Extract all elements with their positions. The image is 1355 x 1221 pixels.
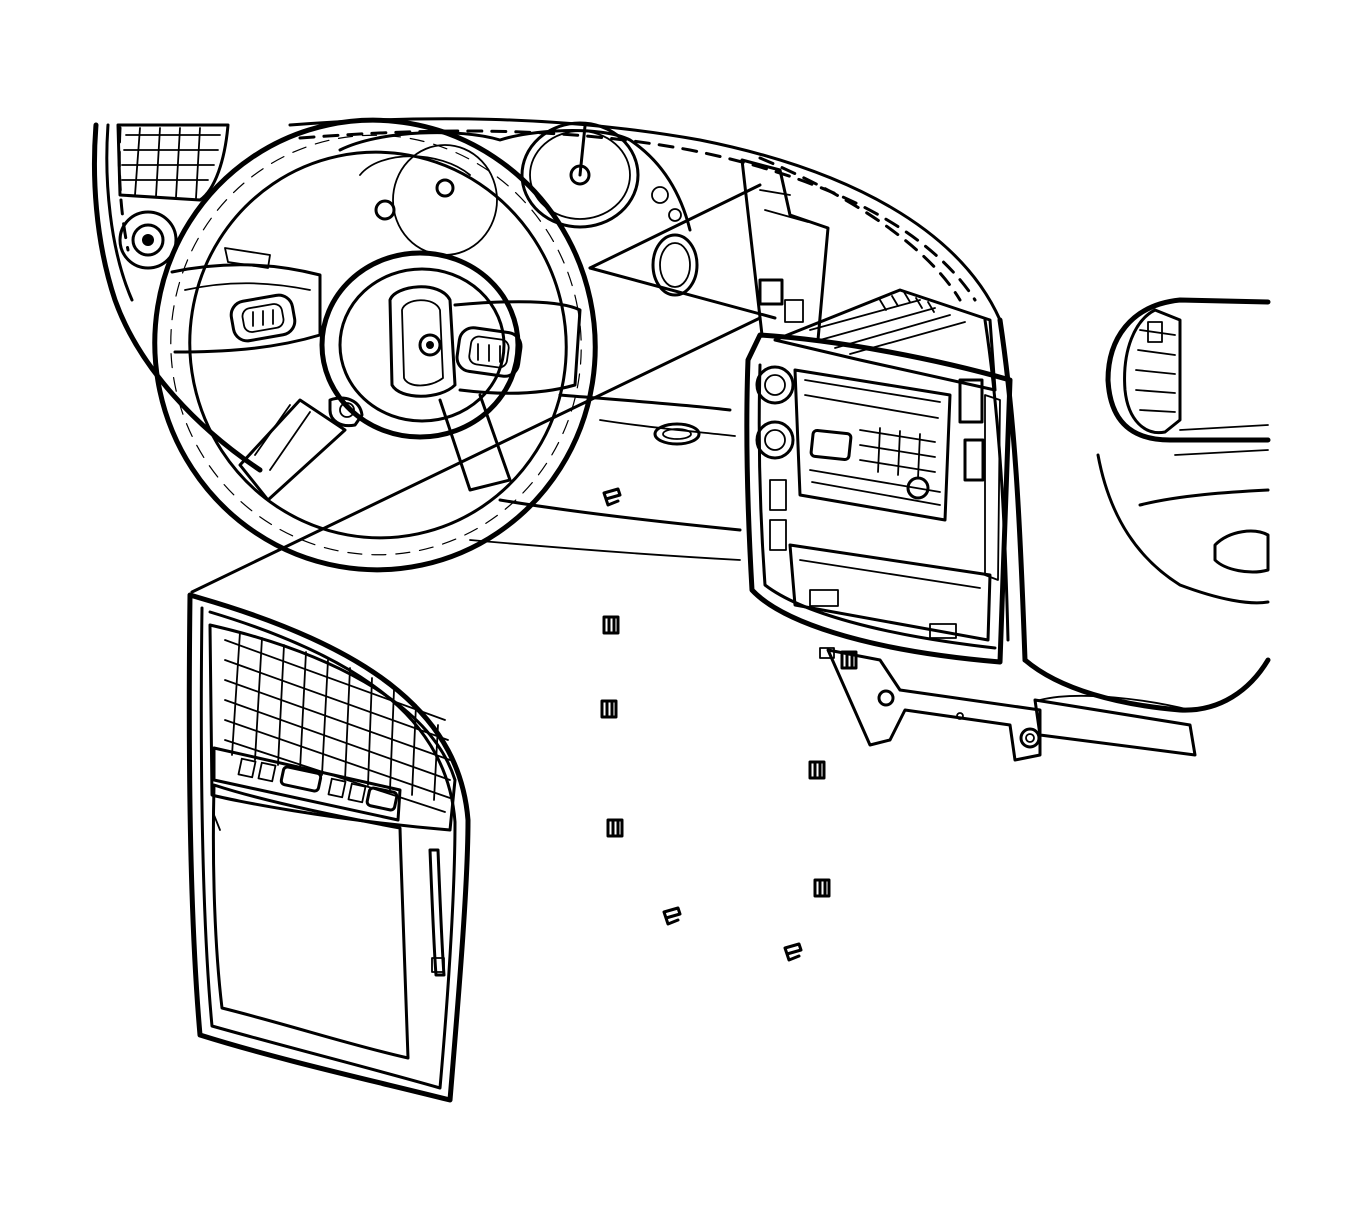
instrument-cluster [338, 121, 699, 297]
retainer-clip [813, 878, 831, 898]
retainer-clip [662, 906, 682, 926]
retainer-clip [808, 760, 826, 780]
radio-hvac-bezel-assembly [744, 288, 1013, 665]
retainer-clip [602, 487, 622, 507]
retainer-clips [600, 487, 858, 962]
retainer-clip [783, 942, 803, 962]
instrument-panel-lower-trim-bezel [186, 592, 471, 1103]
retainer-clip [840, 650, 858, 670]
retainer-clip [602, 615, 620, 635]
steering-wheel [152, 117, 598, 573]
left-dash-vent [116, 123, 230, 202]
passenger-air-vent [1105, 297, 1271, 443]
retainer-clip [600, 699, 618, 719]
headlamp-switch-knob [118, 210, 178, 270]
glovebox-door [1096, 424, 1270, 605]
retainer-clip [606, 818, 624, 838]
instrument-panel-body [91, 117, 1271, 757]
callout-lines [190, 183, 777, 594]
lower-support-bracket [819, 647, 1042, 762]
